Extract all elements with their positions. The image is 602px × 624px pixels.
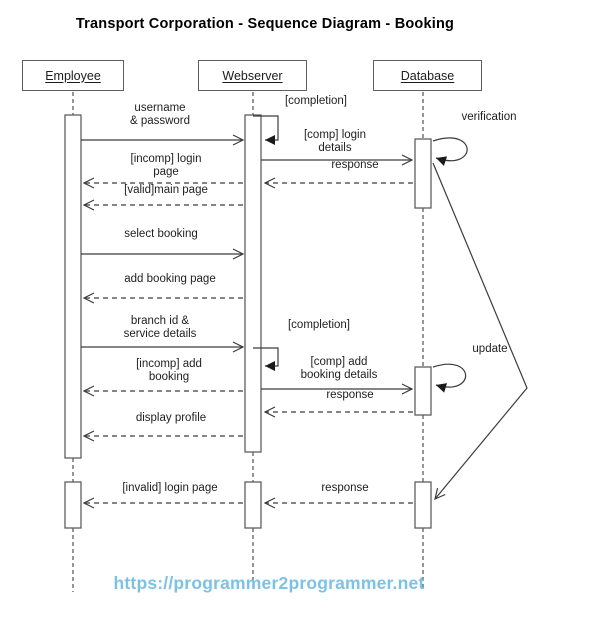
label-update: update xyxy=(472,343,508,355)
label-response-booking: response xyxy=(326,389,374,401)
label-display-profile: display profile xyxy=(135,412,207,424)
label-valid-main-page: [valid]main page xyxy=(124,184,208,196)
lifelines xyxy=(72,92,424,592)
database-activation-3 xyxy=(414,481,432,529)
label-select-booking: select booking xyxy=(124,228,198,240)
solid-messages xyxy=(81,134,414,395)
watermark-url: https://programmer2programmer.net xyxy=(113,573,425,593)
actor-box-webserver: Webserver xyxy=(198,60,307,91)
webserver-activation-2 xyxy=(244,481,262,529)
label-response-login: response xyxy=(331,159,379,171)
label-completion-2: [completion] xyxy=(287,319,350,331)
actor-label-database: Database xyxy=(400,68,455,83)
webserver-self-hook-2 xyxy=(253,347,279,371)
label-username-password: username & password xyxy=(129,102,191,127)
label-completion-1: [completion] xyxy=(284,95,347,107)
label-branch-id-service-details: branch id & service details xyxy=(123,315,197,340)
employee-activation-1 xyxy=(64,114,82,459)
label-comp-login-details: [comp] login details xyxy=(303,129,366,154)
verification-self-loop xyxy=(432,137,468,166)
update-long-connector xyxy=(432,162,528,501)
database-self-loops xyxy=(432,137,468,393)
diagram-title: Transport Corporation - Sequence Diagram… xyxy=(75,16,455,32)
webserver-self-hook-1 xyxy=(253,115,279,145)
activation-bars xyxy=(64,114,432,529)
actor-box-employee: Employee xyxy=(22,60,124,91)
employee-activation-2 xyxy=(64,481,82,529)
label-incomp-login-page: [incomp] login page xyxy=(130,153,202,178)
database-activation-1 xyxy=(414,138,432,209)
label-comp-add-booking-details: [comp] add booking details xyxy=(300,356,378,381)
dashed-messages xyxy=(82,177,413,509)
label-invalid-login-page: [invalid] login page xyxy=(122,482,218,494)
label-verification: verification xyxy=(461,111,517,123)
webserver-activation-1 xyxy=(244,114,262,453)
actor-label-employee: Employee xyxy=(45,68,101,83)
self-message-hooks xyxy=(253,115,279,371)
database-activation-2 xyxy=(414,366,432,416)
actor-label-webserver: Webserver xyxy=(222,68,283,83)
actor-box-database: Database xyxy=(373,60,482,91)
label-incomp-add-booking: [incomp] add booking xyxy=(136,358,202,383)
update-self-loop xyxy=(432,363,467,393)
label-response-invalid: response xyxy=(321,482,369,494)
label-add-booking-page: add booking page xyxy=(124,273,216,285)
